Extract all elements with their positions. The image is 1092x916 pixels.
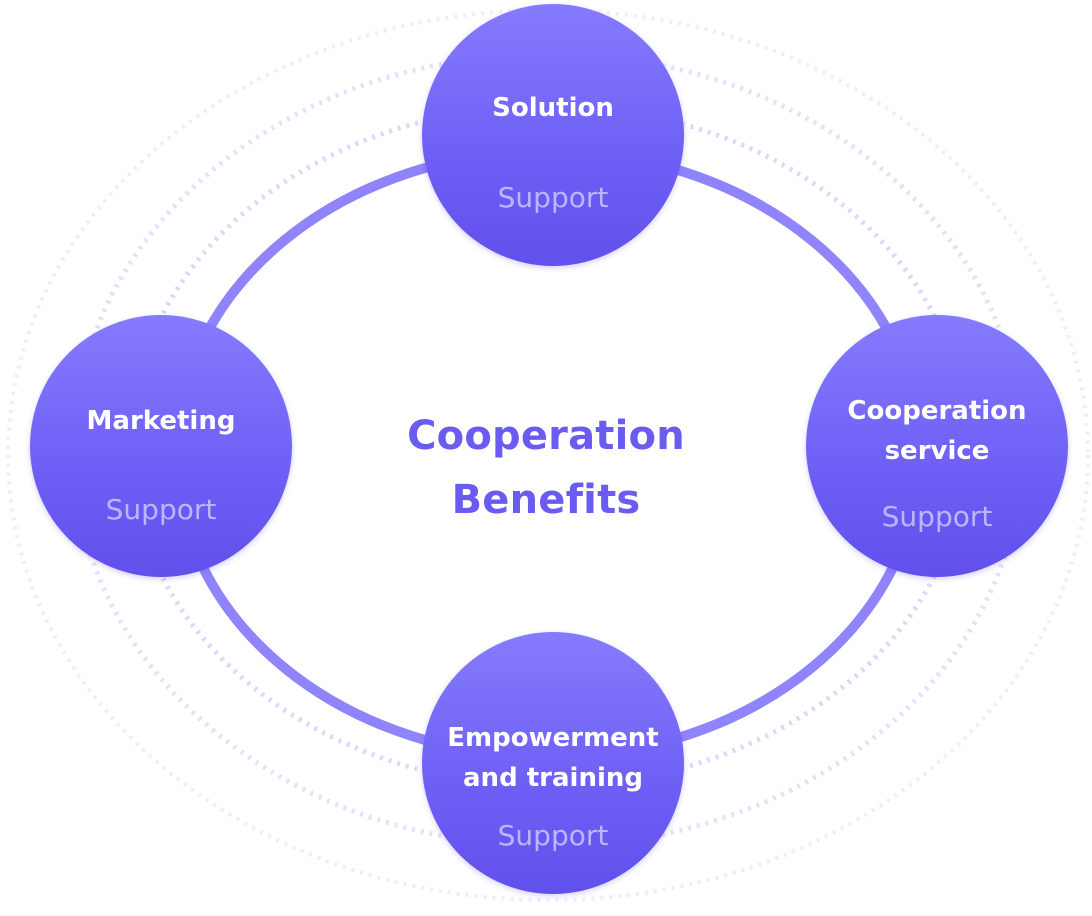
diagram-title: Cooperation Benefits [346, 404, 746, 532]
node-solution: Solution Support [422, 4, 684, 266]
node-empowerment-label-line-1: Empowerment [447, 723, 659, 753]
node-empowerment-label-line-2: and training [463, 763, 643, 793]
outer-dotted-ring [6, 8, 1090, 902]
node-cooperation-service-label-line-2: service [884, 436, 990, 466]
node-solution-sub: Support [497, 181, 609, 214]
node-solution-label: Solution [422, 88, 684, 128]
node-cooperation-service-sub: Support [881, 500, 993, 533]
node-marketing: Marketing Support [30, 315, 292, 577]
node-marketing-sub: Support [105, 493, 217, 526]
node-cooperation-service-label: Cooperation service [806, 391, 1068, 471]
node-empowerment-label: Empowerment and training [422, 718, 684, 798]
node-solution-label-line-1: Solution [492, 93, 614, 123]
node-empowerment-sub: Support [497, 819, 609, 852]
node-marketing-label: Marketing [30, 401, 292, 441]
node-cooperation-service-label-line-1: Cooperation [847, 396, 1027, 426]
diagram-title-line-1: Cooperation [407, 413, 685, 459]
node-marketing-label-line-1: Marketing [86, 406, 236, 436]
diagram-title-line-2: Benefits [451, 477, 641, 523]
node-empowerment: Empowerment and training Support [422, 632, 684, 894]
node-cooperation-service: Cooperation service Support [806, 315, 1068, 577]
